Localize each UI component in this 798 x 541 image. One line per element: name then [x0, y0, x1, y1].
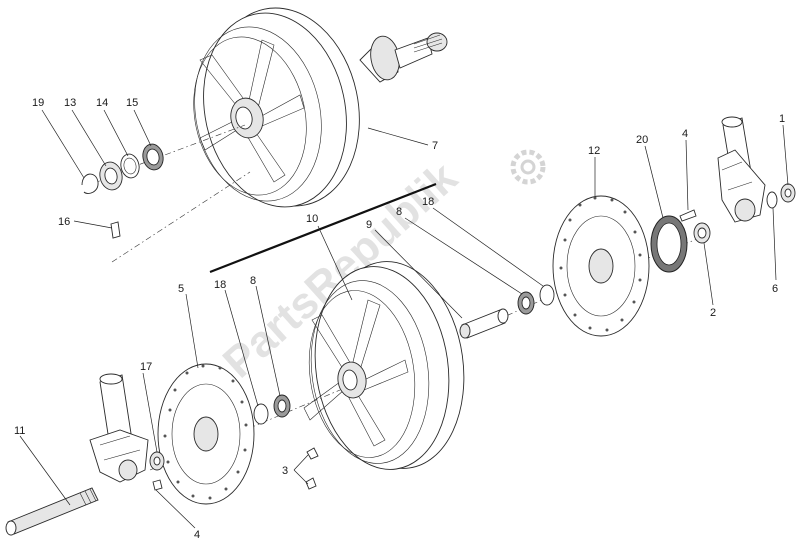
callout-numbers: 19 13 14 15 16 7 12 20 4 1 6 2 10 9 8 18… [14, 97, 785, 541]
part-1-nut [780, 183, 796, 203]
rear-wheel [193, 7, 360, 208]
part-18-seal-left [253, 403, 269, 425]
watermark-gear-icon [510, 149, 546, 185]
part-2-spacer [693, 222, 711, 244]
part-8-bearing-left [273, 394, 291, 418]
callout-12: 12 [588, 145, 600, 157]
rear-hub-shaft [359, 32, 448, 83]
fork-leg-right [717, 116, 766, 223]
callout-19: 19 [32, 97, 44, 109]
callout-14: 14 [96, 97, 108, 109]
callout-4-right: 4 [682, 128, 688, 140]
separator-line [209, 182, 437, 274]
part-5-brake-disc-left [157, 363, 255, 505]
callout-20: 20 [636, 134, 648, 146]
part-6-washer [766, 191, 778, 209]
callout-15: 15 [126, 97, 138, 109]
part-14-washer [120, 153, 140, 179]
callout-16: 16 [58, 216, 70, 228]
callout-2: 2 [710, 307, 716, 319]
part-16-valve [110, 221, 121, 239]
part-4-screw-right [679, 209, 697, 222]
callout-9: 9 [366, 219, 372, 231]
part-15-bearing [142, 143, 164, 171]
callout-18-right: 18 [422, 196, 434, 208]
part-8-bearing-right [517, 291, 535, 315]
part-13-ring-nut [99, 161, 123, 191]
front-wheel [303, 261, 465, 470]
front-wheel-spokes [303, 299, 409, 447]
callout-13: 13 [64, 97, 76, 109]
rear-wheel-spokes [199, 39, 305, 183]
callout-5: 5 [178, 283, 184, 295]
fork-leg-left [89, 373, 149, 483]
callout-1: 1 [779, 113, 785, 125]
part-9-spacer [459, 308, 509, 339]
callout-8-left: 8 [250, 275, 256, 287]
callout-11: 11 [14, 425, 25, 437]
part-20-tone-wheel [650, 215, 688, 273]
part-4-screw-left [152, 479, 163, 491]
part-12-brake-disc-right [552, 195, 650, 337]
callout-8-right: 8 [396, 206, 402, 218]
leader-lines [19, 109, 789, 529]
part-18-seal-right [539, 284, 555, 306]
part-17-spacer [149, 451, 165, 471]
part-11-axle [5, 487, 99, 536]
callout-10: 10 [306, 213, 318, 225]
callout-18-left: 18 [214, 279, 226, 291]
callout-4-left: 4 [194, 529, 200, 541]
callout-7: 7 [432, 140, 438, 152]
part-3-screws [305, 447, 319, 490]
part-19-circlip [81, 173, 99, 194]
callout-17: 17 [140, 361, 152, 373]
callout-6: 6 [772, 283, 778, 295]
callout-3: 3 [282, 465, 288, 477]
